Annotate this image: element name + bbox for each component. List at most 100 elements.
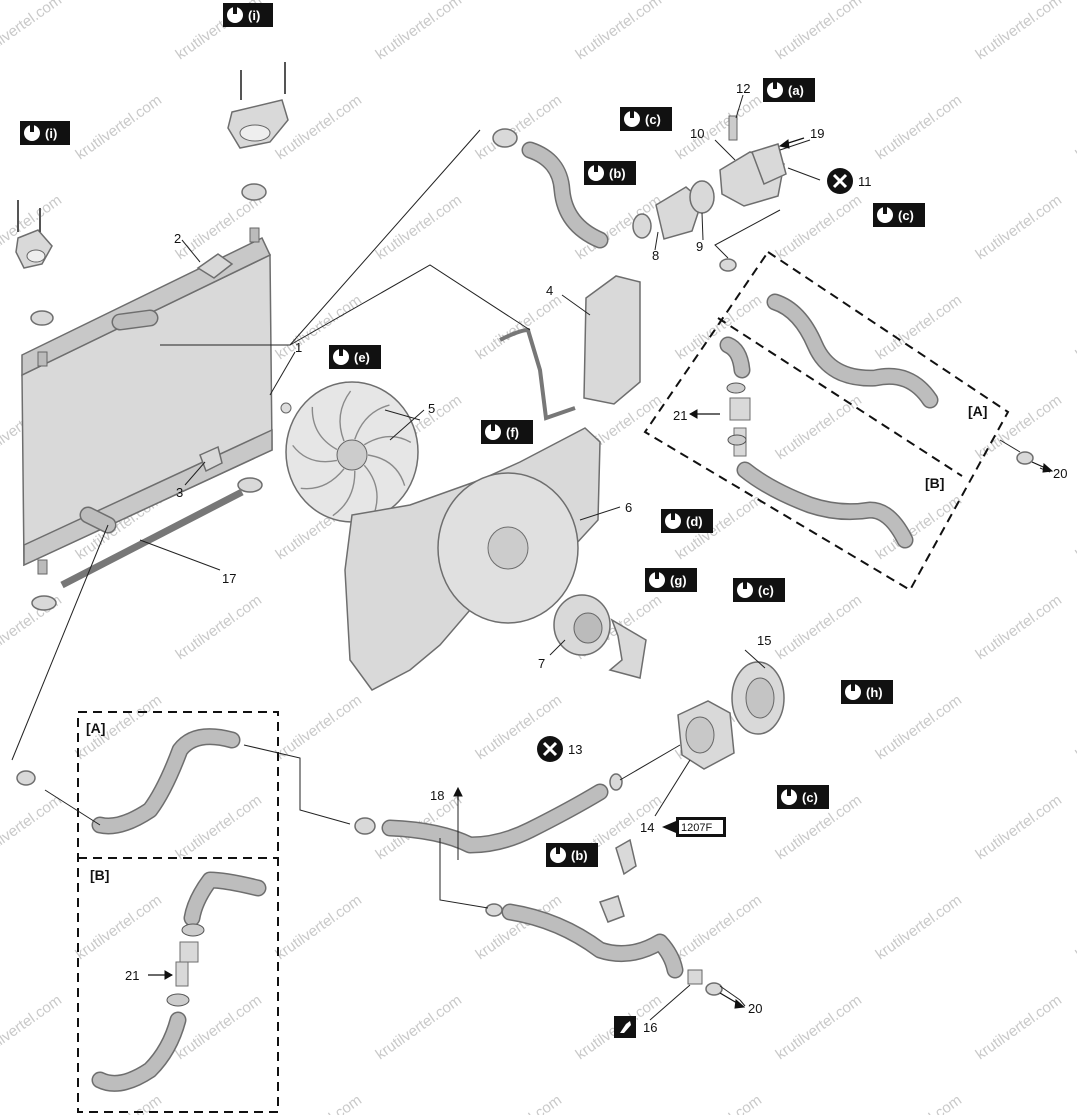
- torque-tag-e: (e): [329, 345, 381, 369]
- watermark-text: krutilvertel.com: [773, 192, 865, 264]
- callout-1: 1: [295, 340, 302, 355]
- wrench-icon: [737, 582, 753, 598]
- callout-8: 8: [652, 248, 659, 263]
- svg-text:(e): (e): [354, 350, 370, 365]
- watermark-text: krutilvertel.com: [673, 892, 765, 964]
- wrench-icon: [649, 572, 665, 588]
- motor-clip: [608, 618, 647, 679]
- pump-gasket: [609, 773, 623, 791]
- callout-19: 19: [810, 126, 824, 141]
- leader-lines: [11, 94, 1051, 1021]
- callout-21-top: 21: [673, 408, 687, 423]
- watermark-text: krutilvertel.com: [1073, 892, 1077, 964]
- torque-tag-b-thermostat: (b): [584, 161, 636, 185]
- torque-tag-c-housing: (c): [873, 203, 925, 227]
- fan-blade: [300, 468, 345, 490]
- heater-hose-detail-top: [643, 250, 1010, 592]
- torque-tag-b-pipe: (b): [546, 843, 598, 867]
- radiator: [21, 227, 273, 575]
- cooling-fan: [285, 381, 419, 523]
- watermark-text: krutilvertel.com: [373, 0, 465, 63]
- svg-text:(c): (c): [802, 790, 818, 805]
- wrench-icon: [333, 349, 349, 365]
- torque-tag-c-thermostat: (c): [620, 107, 672, 131]
- watermark-text: krutilvertel.com: [873, 892, 965, 964]
- callout-6: 6: [625, 500, 632, 515]
- callout-15: 15: [757, 633, 771, 648]
- callout-5: 5: [428, 401, 435, 416]
- callout-16: 16: [643, 1020, 657, 1035]
- watermark-text: krutilvertel.com: [773, 392, 865, 464]
- callout-4: 4: [546, 283, 553, 298]
- wrench-icon: [781, 789, 797, 805]
- watermark-text: krutilvertel.com: [873, 492, 965, 564]
- svg-text:(a): (a): [788, 83, 804, 98]
- callout-12: 12: [736, 81, 750, 96]
- wrench-icon: [227, 7, 243, 23]
- watermark-text: krutilvertel.com: [173, 792, 265, 864]
- svg-text:(h): (h): [866, 685, 883, 700]
- watermark-text: krutilvertel.com: [973, 992, 1065, 1064]
- watermark-text: krutilvertel.com: [273, 1092, 365, 1115]
- callout-21-bottom: 21: [125, 968, 139, 983]
- torque-tag-i-left: (i): [20, 121, 70, 145]
- torque-tag-g: (g): [645, 568, 697, 592]
- fan-blade: [332, 470, 356, 517]
- watermark-text: krutilvertel.com: [873, 92, 965, 164]
- callout-17: 17: [222, 571, 236, 586]
- watermark-text: krutilvertel.com: [73, 892, 165, 964]
- watermark-text: krutilvertel.com: [1073, 1092, 1077, 1115]
- wrench-icon: [767, 82, 783, 98]
- fan-shroud: [344, 427, 601, 691]
- watermark-text: krutilvertel.com: [373, 192, 465, 264]
- svg-text:(c): (c): [898, 208, 914, 223]
- watermark-text: krutilvertel.com: [973, 792, 1065, 864]
- hose-clamp-right: [1016, 451, 1034, 465]
- watermark-text: krutilvertel.com: [0, 992, 65, 1064]
- watermark-text: krutilvertel.com: [973, 592, 1065, 664]
- watermark-text: krutilvertel.com: [173, 592, 265, 664]
- detail-label-B-top: [B]: [925, 475, 944, 491]
- callout-2: 2: [174, 231, 181, 246]
- upper-mount-bracket-right: [227, 62, 289, 201]
- svg-text:(d): (d): [686, 514, 703, 529]
- lower-mount-bushing-right: [237, 477, 263, 493]
- svg-text:(b): (b): [571, 848, 588, 863]
- watermark-text: krutilvertel.com: [973, 192, 1065, 264]
- torque-tag-h: (h): [841, 680, 893, 704]
- torque-tag-d: (d): [661, 509, 713, 533]
- wrench-icon: [550, 847, 566, 863]
- callout-14: 14: [640, 820, 654, 835]
- svg-text:(b): (b): [609, 166, 626, 181]
- watermark-text: krutilvertel.com: [573, 0, 665, 63]
- grease-icon: [614, 1016, 636, 1038]
- radiator-lower-outlet-pipe: [79, 506, 117, 534]
- upper-radiator-hose: [492, 128, 609, 249]
- watermark-text: krutilvertel.com: [673, 1092, 765, 1115]
- fan-motor: [553, 594, 611, 656]
- watermark-text: krutilvertel.com: [673, 292, 765, 364]
- callout-18: 18: [430, 788, 444, 803]
- watermark-text: krutilvertel.com: [473, 292, 565, 364]
- callout-10: 10: [690, 126, 704, 141]
- svg-text:(c): (c): [645, 112, 661, 127]
- torque-tag-f: (f): [481, 420, 533, 444]
- watermark-text: krutilvertel.com: [0, 0, 65, 63]
- arrows: [148, 137, 1054, 1009]
- lower-mount-bushing-left: [31, 595, 57, 611]
- callout-20-top: 20: [1053, 466, 1067, 481]
- detail-label-B-bottom: [B]: [90, 867, 109, 883]
- fan-blade: [339, 390, 352, 442]
- wrench-icon: [845, 684, 861, 700]
- water-pump: [677, 700, 735, 770]
- watermark-text: krutilvertel.com: [1073, 292, 1077, 364]
- watermark-text: krutilvertel.com: [273, 892, 365, 964]
- coolant-reservoir: [499, 275, 641, 421]
- watermark-text: krutilvertel.com: [973, 0, 1065, 63]
- watermark-text: krutilvertel.com: [73, 92, 165, 164]
- watermark-text: krutilvertel.com: [773, 592, 865, 664]
- hose-clamp-left: [16, 770, 36, 786]
- sealant-tube-icon: 1207F: [662, 817, 726, 837]
- svg-text:(f): (f): [506, 425, 519, 440]
